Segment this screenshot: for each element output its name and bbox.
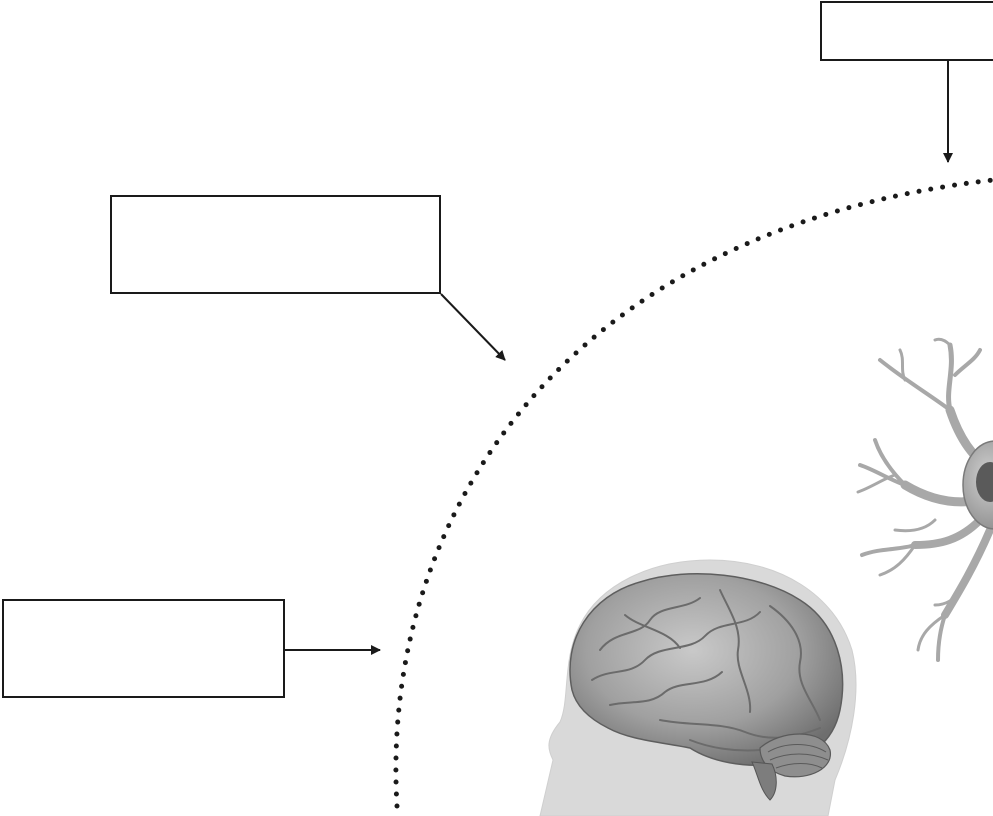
label-box-bottom-left[interactable] <box>2 599 285 698</box>
label-box-top-right[interactable] <box>820 1 993 61</box>
neuron-nucleus <box>976 462 993 502</box>
dotted-boundary-arc <box>393 177 993 809</box>
arrow-middle-left <box>440 293 506 361</box>
brain-shape <box>569 573 844 766</box>
neuron-icon <box>856 337 993 662</box>
brainstem <box>751 761 777 801</box>
head-brain-icon <box>539 559 857 816</box>
label-box-middle-left[interactable] <box>110 195 441 294</box>
